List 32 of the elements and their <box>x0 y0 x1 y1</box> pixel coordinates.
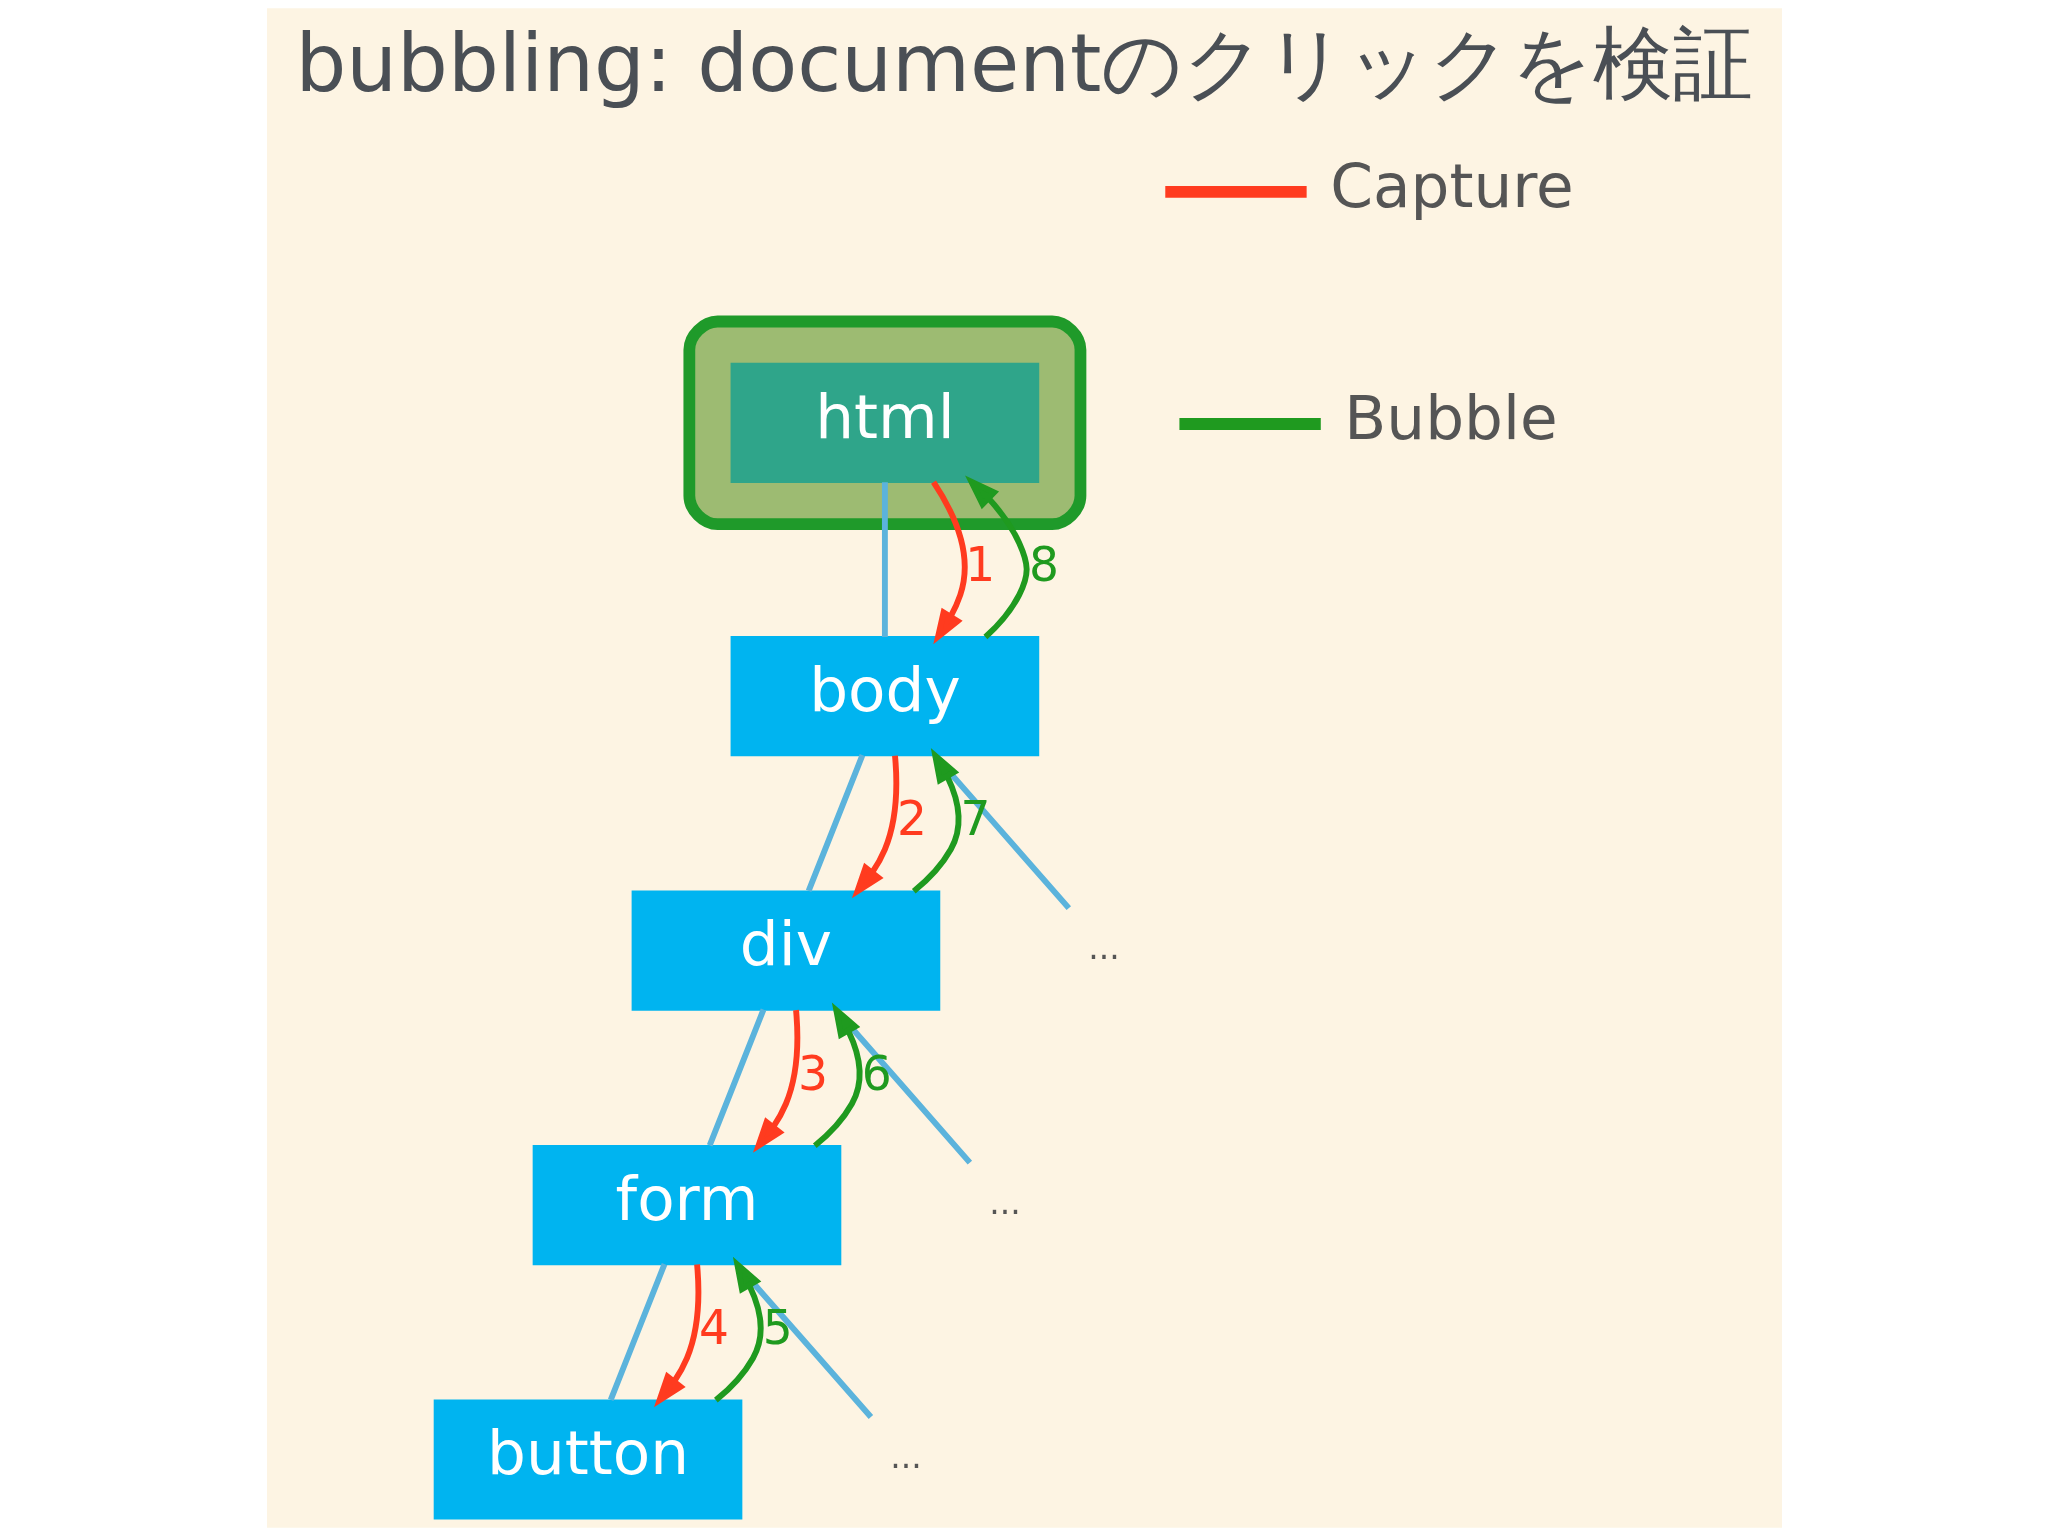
arrow <box>964 475 1030 640</box>
edge-label: 6 <box>861 1045 892 1101</box>
edge-label: 3 <box>797 1045 828 1101</box>
arrow <box>713 1256 764 1403</box>
connector <box>607 1263 667 1401</box>
node-box: html <box>730 362 1039 483</box>
node-box: body <box>730 636 1039 757</box>
node-box: form <box>532 1145 841 1266</box>
arrow <box>911 747 961 894</box>
node-text: ... <box>889 1437 922 1477</box>
node-box: div <box>631 890 940 1011</box>
arrow <box>752 1009 800 1153</box>
edge-label: 5 <box>762 1300 793 1356</box>
edge-label: 2 <box>896 791 927 847</box>
node-box: button <box>433 1399 742 1520</box>
connector <box>881 482 888 637</box>
arrow <box>851 755 899 899</box>
connector <box>805 754 865 893</box>
arrow <box>653 1264 701 1408</box>
node-text: ... <box>988 1182 1021 1222</box>
node-text: ... <box>1087 928 1120 968</box>
diagram-title: bubbling: documentのクリックを検証 <box>295 17 1753 111</box>
edge-label: 7 <box>960 791 991 847</box>
connector <box>706 1008 766 1147</box>
edge-label: 1 <box>964 536 995 592</box>
cluster <box>682 315 1086 531</box>
legend-label: Bubble <box>1343 381 1558 453</box>
arrow <box>930 480 968 645</box>
arrow <box>812 1002 863 1148</box>
edge-label: 8 <box>1028 536 1059 592</box>
legend-label: Capture <box>1329 149 1574 221</box>
edge-label: 4 <box>698 1300 729 1356</box>
